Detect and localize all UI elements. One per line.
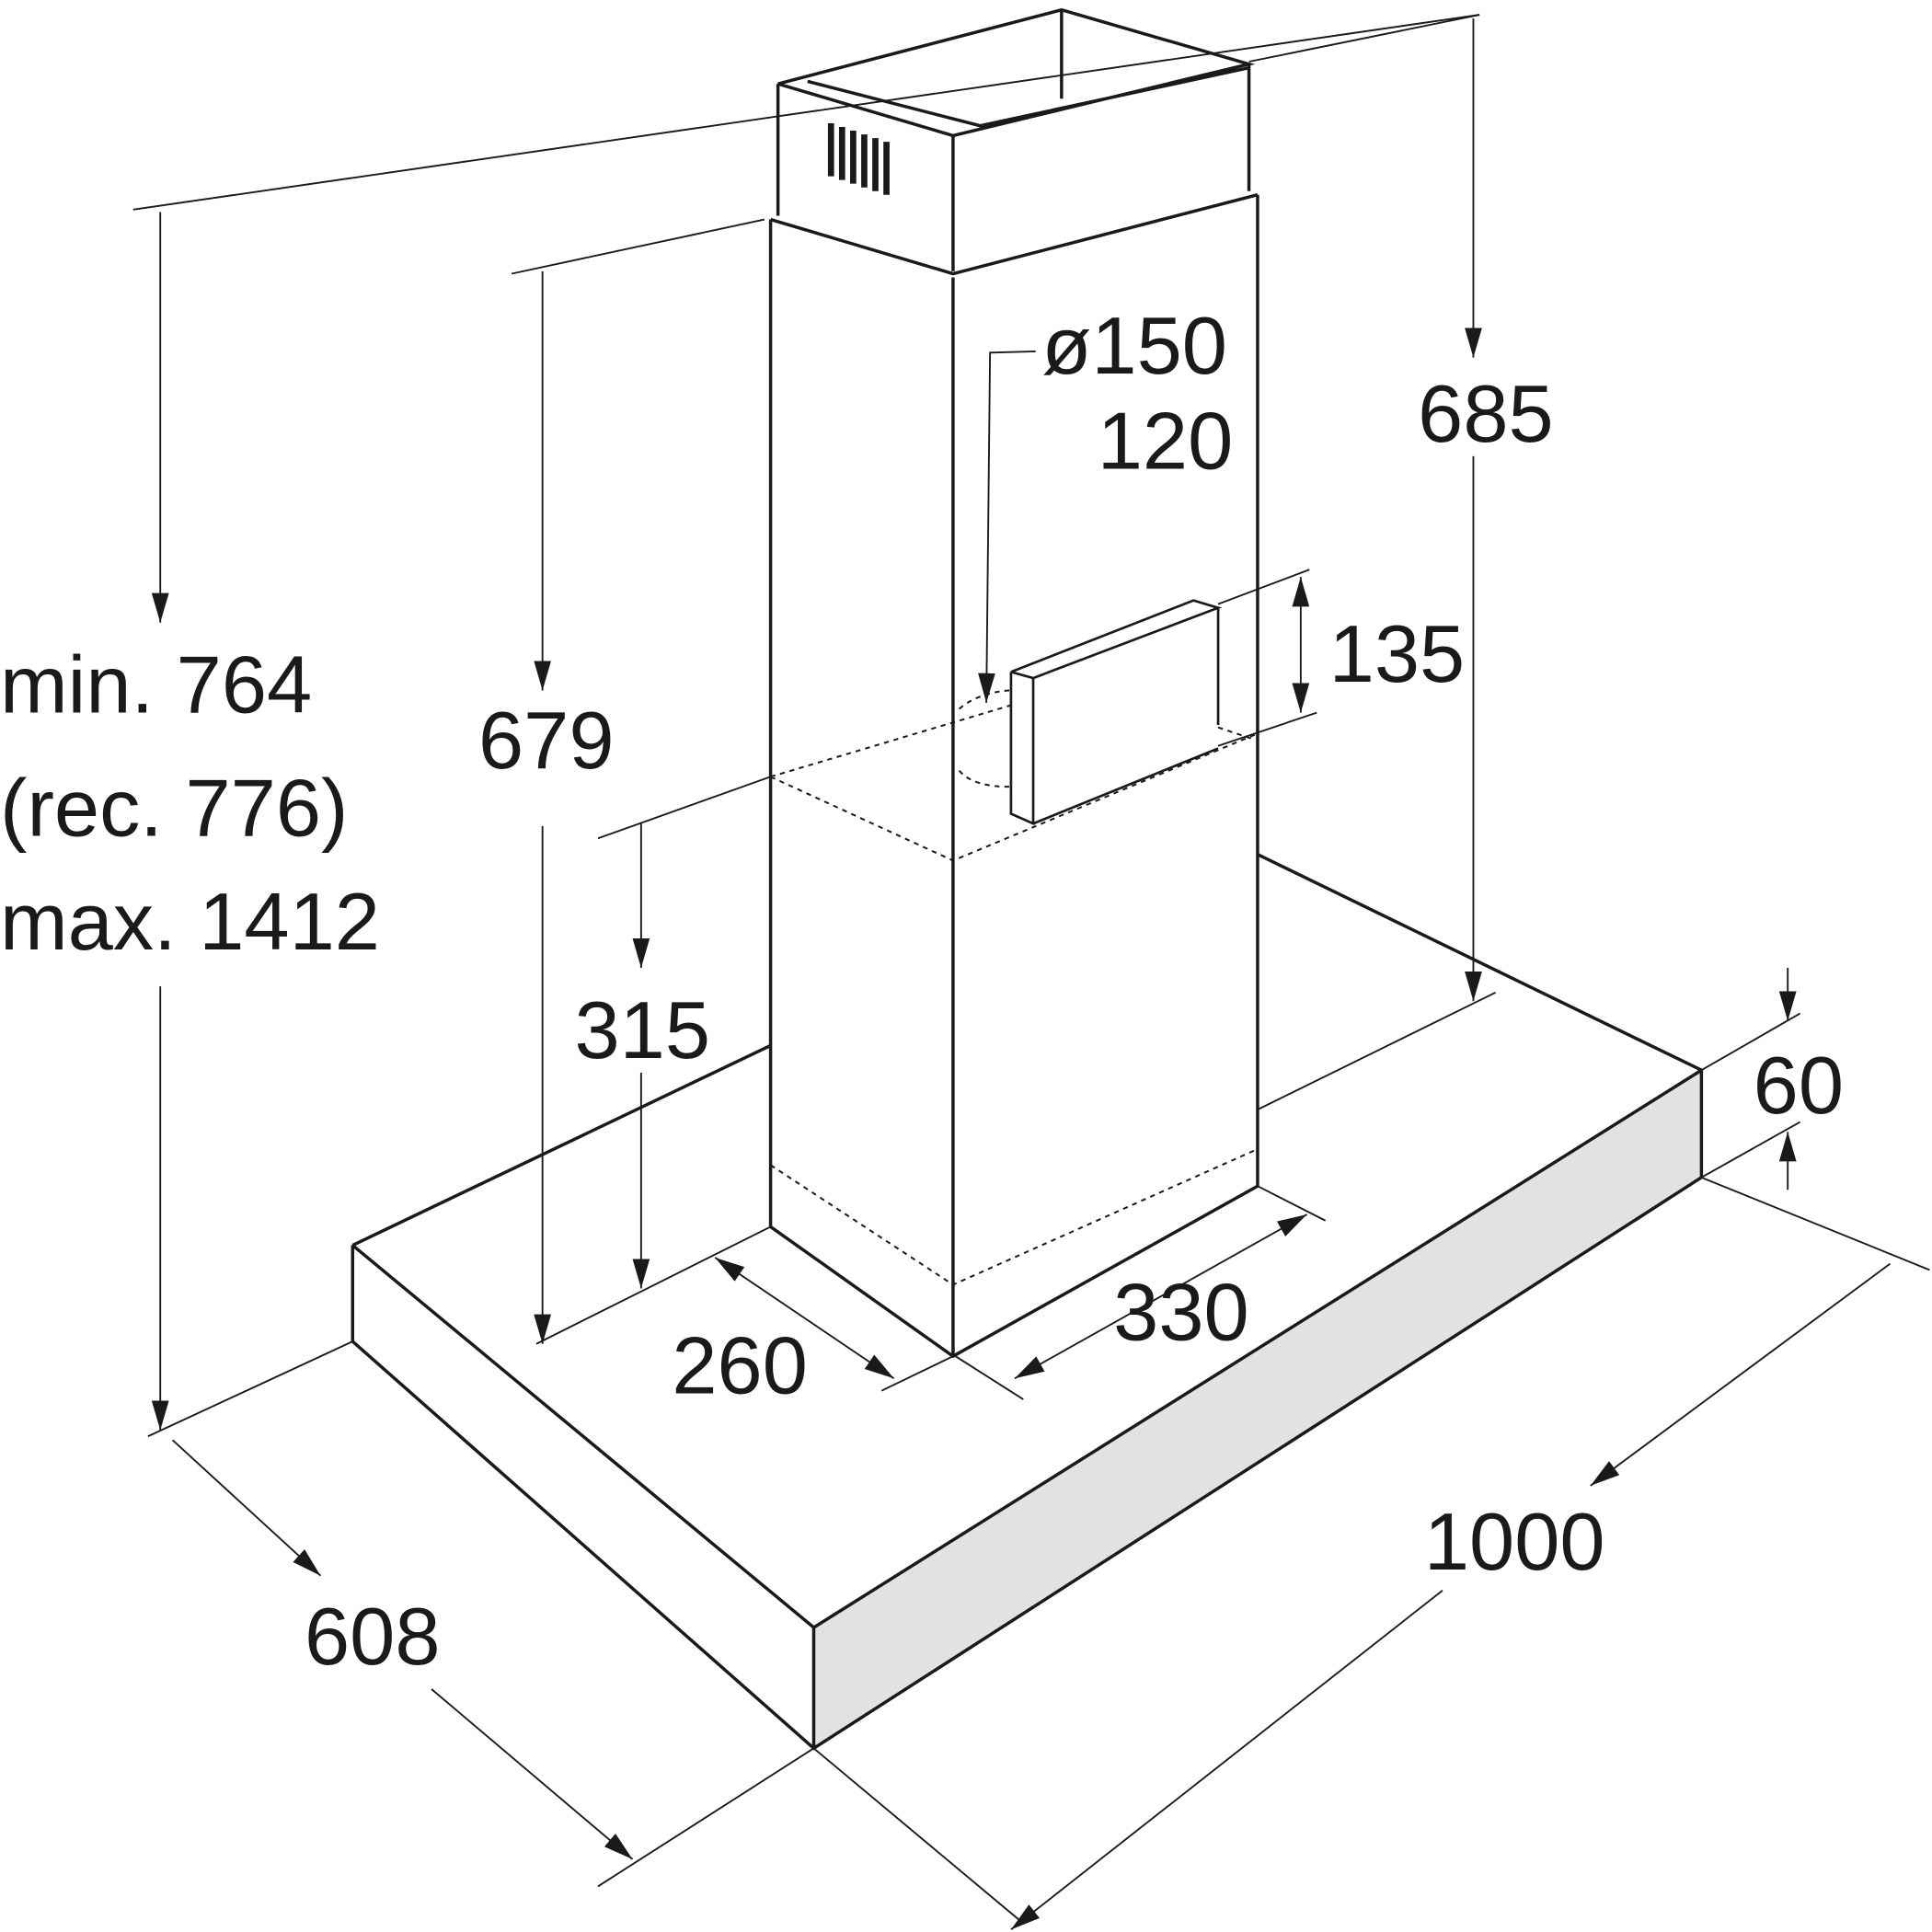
label-duct-diameter-alt: 120 <box>1098 395 1234 486</box>
label-1000: 1000 <box>1424 1496 1605 1587</box>
label-330: 330 <box>1113 1267 1249 1358</box>
label-685: 685 <box>1418 368 1554 459</box>
label-height-min: min. 764 <box>0 639 312 730</box>
label-height-max: max. 1412 <box>0 876 380 967</box>
air-outlet-box <box>1009 599 1223 826</box>
lower-chimney <box>768 193 1259 1359</box>
label-duct-diameter: ø150 <box>1041 300 1227 391</box>
dimension-lines <box>132 14 1930 1931</box>
label-60: 60 <box>1754 1040 1844 1131</box>
label-260: 260 <box>672 1319 808 1410</box>
vent-slots-icon <box>827 123 890 195</box>
upper-chimney <box>776 7 1256 271</box>
hood-front-panel <box>813 1070 1702 1749</box>
label-608: 608 <box>305 1591 441 1682</box>
hood-canopy <box>351 853 1704 1751</box>
label-135: 135 <box>1329 608 1466 699</box>
label-315: 315 <box>575 984 711 1075</box>
label-679: 679 <box>478 695 615 786</box>
label-height-rec: (rec. 776) <box>0 763 348 854</box>
